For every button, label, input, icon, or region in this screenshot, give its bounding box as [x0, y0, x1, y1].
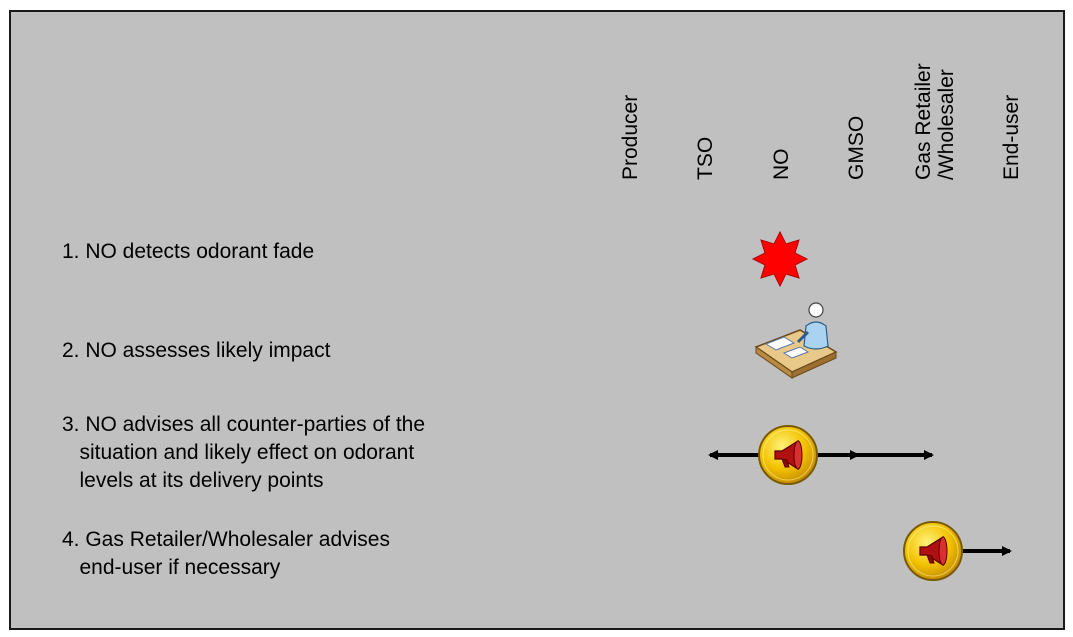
- step-4-text: 4. Gas Retailer/Wholesaler advises end-u…: [62, 528, 390, 579]
- step-2-text: 2. NO assesses likely impact: [62, 339, 331, 362]
- step-1-text: 1. NO detects odorant fade: [62, 240, 315, 263]
- step-3-text: 3. NO advises all counter-parties of the…: [62, 413, 426, 492]
- megaphone-icon: [903, 521, 963, 581]
- red-starburst-icon: [751, 230, 809, 288]
- megaphone-icon: [758, 425, 818, 485]
- diagram-panel: [9, 10, 1065, 630]
- person-at-desk-icon: [754, 302, 838, 379]
